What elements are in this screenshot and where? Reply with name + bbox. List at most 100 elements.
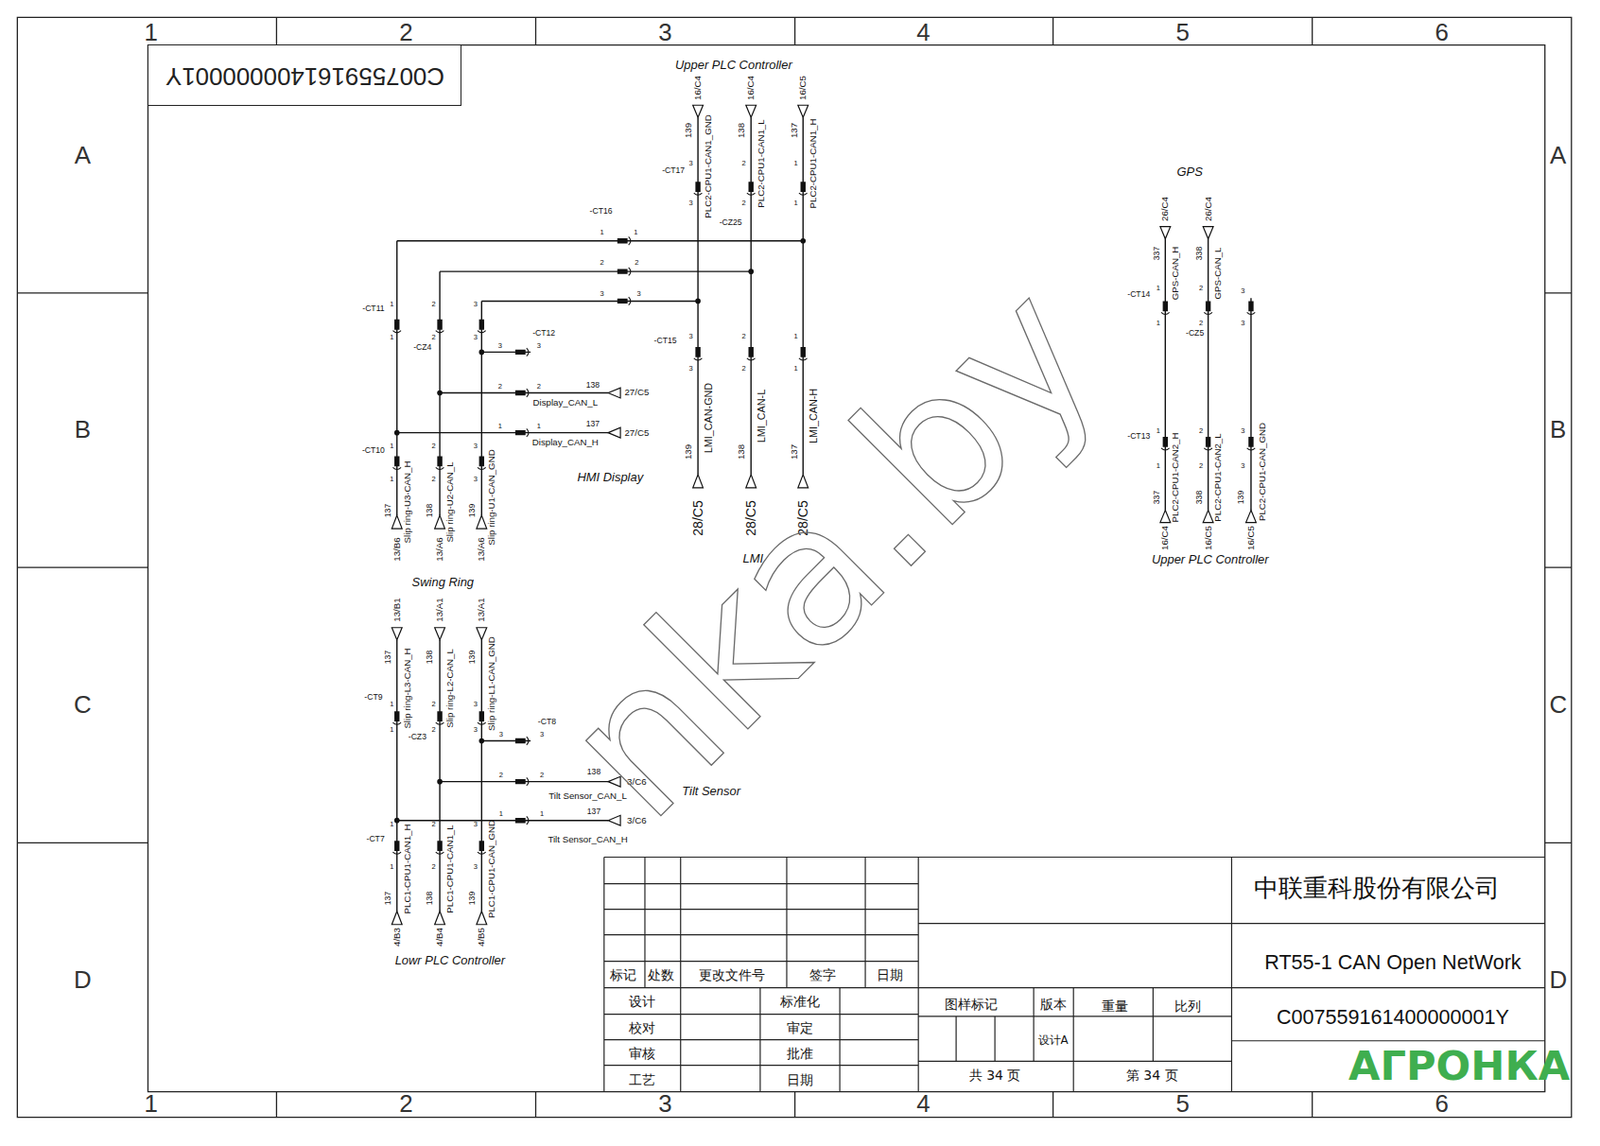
signal-label: 137 xyxy=(383,650,393,664)
title-block-cell: 设计 xyxy=(628,994,656,1009)
grid-reference: 5 xyxy=(1175,20,1189,46)
pin-label: 3 xyxy=(600,290,605,298)
signal-label: 337 xyxy=(1151,245,1161,260)
pin-label: 3 xyxy=(473,820,478,829)
title-block-cell: 校对 xyxy=(628,1021,656,1035)
pin-label: -CT14 xyxy=(1127,289,1150,298)
signal-label: 28/C5 xyxy=(691,500,705,536)
drawing-number: C007559161400000001Y xyxy=(165,63,445,88)
grid-reference: 6 xyxy=(1435,20,1449,46)
section-title: Swing Ring xyxy=(412,576,474,590)
signal-label: 139 xyxy=(467,890,476,905)
pin-label: 2 xyxy=(499,771,504,780)
signal-label: PLC2-CPU1-CAN_GND xyxy=(1257,422,1268,522)
pin-label: 1 xyxy=(389,333,394,342)
grid-reference: C xyxy=(73,693,92,718)
pin-label: 2 xyxy=(432,333,436,342)
pin-label: 1 xyxy=(794,159,799,168)
signal-label: 16/C5 xyxy=(1203,525,1214,551)
pin-label: 1 xyxy=(539,810,544,818)
signal-label: 337 xyxy=(1151,489,1161,504)
title-block-cell: 更改文件号 xyxy=(698,968,766,982)
section-title: Upper PLC Controller xyxy=(1151,554,1270,567)
off-page-arrows xyxy=(391,104,1256,925)
signal-label: GPS-CAN_H xyxy=(1170,246,1181,301)
signal-label: PLC1-CPU1-CAN1_H xyxy=(402,824,413,915)
junction-dot xyxy=(479,349,486,356)
pin-label: 3 xyxy=(539,730,544,739)
pin-label: -CT13 xyxy=(1127,431,1150,440)
signal-label: 139 xyxy=(684,444,695,460)
signal-label: 13/B1 xyxy=(392,598,402,623)
signal-label: Slip ring-L3-CAN_H xyxy=(402,648,413,730)
watermark: nka.by xyxy=(533,252,1131,850)
pin-label: Display_CAN_H xyxy=(532,437,599,448)
signal-label: GPS-CAN_L xyxy=(1214,247,1224,300)
signal-label: 16/C4 xyxy=(746,75,756,101)
pin-label: 2 xyxy=(432,700,436,709)
signal-label: 16/C5 xyxy=(1246,525,1256,551)
title-block-cell: 重量 xyxy=(1101,999,1129,1013)
signal-label: 338 xyxy=(1195,245,1204,260)
signal-label: 137 xyxy=(789,122,800,139)
signal-label: PLC2-CPU1-CAN1_H xyxy=(808,118,818,209)
signal-label: 138 xyxy=(425,503,435,517)
pin-label: 2 xyxy=(742,365,747,373)
signal-label: 138 xyxy=(425,650,435,664)
signal-label: 13/A6 xyxy=(434,537,445,561)
pin-label: 1 xyxy=(389,475,394,484)
pin-label: 2 xyxy=(432,726,436,734)
title-block-cell: 设计A xyxy=(1038,1035,1069,1047)
pin-label: 2 xyxy=(634,260,639,268)
title-block-cell: 日期 xyxy=(786,1073,814,1087)
title-block-cell: 审定 xyxy=(786,1021,814,1035)
title-block-cell: 比列 xyxy=(1174,999,1201,1013)
signal-label: Slip ring-U2-CAN_L xyxy=(445,461,455,542)
grid-reference: 4 xyxy=(916,1092,930,1117)
pin-label: -CT9 xyxy=(364,693,383,702)
signal-label: 139 xyxy=(467,503,476,517)
pin-label: 2 xyxy=(432,820,436,829)
title-block-cell: 版本 xyxy=(1040,997,1067,1011)
pin-label: 2 xyxy=(1199,285,1203,294)
drawing-number-box: C007559161400000001Y xyxy=(147,44,461,106)
grid-reference: 3 xyxy=(658,20,672,46)
section-title: HMI Display xyxy=(576,471,644,485)
pin-label: 1 xyxy=(1156,285,1161,294)
can-wires xyxy=(397,117,1252,912)
pin-label: 3 xyxy=(473,300,478,309)
grid-reference: D xyxy=(1548,968,1567,993)
grid-reference: 5 xyxy=(1175,1092,1189,1117)
pin-label: 138 xyxy=(586,381,600,390)
signal-label: 16/C5 xyxy=(798,75,808,101)
pin-label: C007559161400000001Y xyxy=(1276,1007,1510,1028)
pin-label: 27/C5 xyxy=(624,428,649,438)
pin-label: 1 xyxy=(498,422,503,431)
pin-label: 1 xyxy=(389,863,394,871)
grid-reference: B xyxy=(1549,417,1566,443)
signal-label: 16/C4 xyxy=(1160,525,1170,551)
pin-label: -CT15 xyxy=(654,336,678,346)
pin-label: 3 xyxy=(1240,287,1245,296)
pin-label: -CT12 xyxy=(532,328,556,337)
title-block-cell: 审核 xyxy=(628,1046,656,1061)
signal-label: 139 xyxy=(684,122,695,139)
pin-label: 1 xyxy=(794,332,799,341)
pin-label: 2 xyxy=(498,382,503,391)
pin-label: 2 xyxy=(432,475,436,484)
title-block-cell: 工艺 xyxy=(628,1073,656,1087)
pin-label: 3 xyxy=(498,342,503,350)
pin-label: 3 xyxy=(1240,319,1245,328)
junction-dot xyxy=(394,430,400,436)
signal-label: 26/C4 xyxy=(1203,196,1214,222)
grid-reference: 2 xyxy=(399,1092,413,1117)
title-block-cell: 日期 xyxy=(876,968,904,982)
title-block-cell: 批准 xyxy=(786,1046,814,1061)
pin-label: 27/C5 xyxy=(624,388,649,399)
pin-label: 2 xyxy=(742,159,747,168)
pin-label: 1 xyxy=(389,700,394,709)
signal-label: PLC2-CPU1-CAN2_L xyxy=(1214,433,1224,522)
pin-label: 2 xyxy=(742,332,747,341)
pin-label: 3 xyxy=(688,159,693,168)
pin-label: -CT17 xyxy=(661,166,685,175)
